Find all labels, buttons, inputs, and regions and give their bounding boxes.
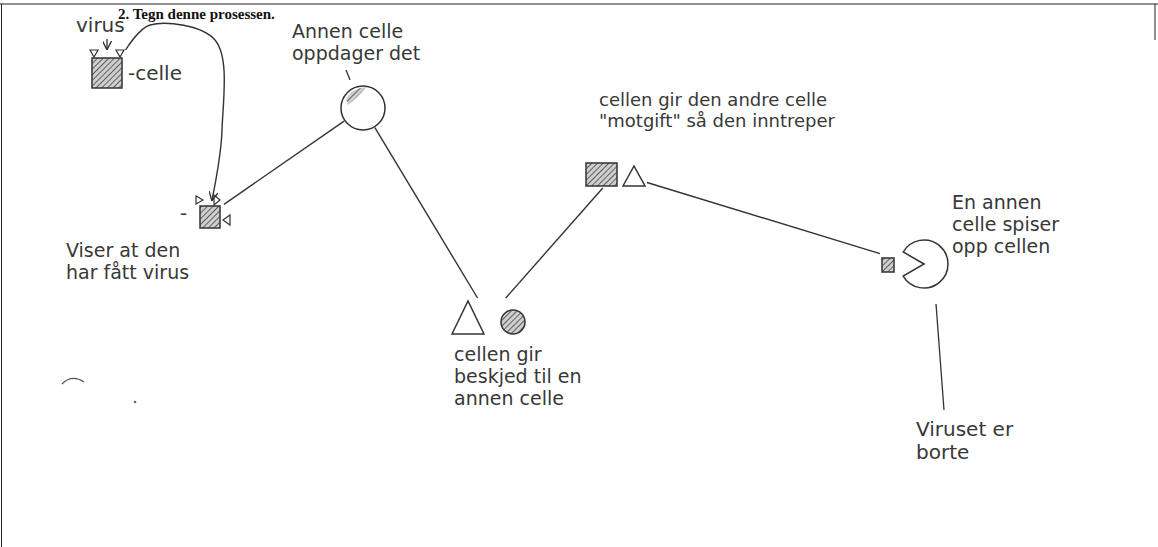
step-label: -celle [128, 62, 208, 85]
process-step: Annen celle oppdager det [340, 85, 386, 131]
step-label: virus [76, 14, 156, 37]
cell-square [586, 163, 617, 186]
step-label: Viser at den har fått virus [66, 240, 191, 284]
process-step: cellen gir beskjed til en annen celle [450, 298, 528, 336]
step-picture [880, 228, 948, 300]
step-label: cellen gir den andre celle "motgift" så … [599, 90, 849, 131]
step-picture [340, 85, 386, 131]
frame-line [0, 4, 1158, 5]
process-line [224, 121, 344, 204]
step-label: - [180, 202, 194, 225]
leader-line [346, 70, 350, 80]
process-line [506, 188, 603, 298]
step-picture [196, 200, 224, 228]
eater-cell [903, 240, 948, 288]
process-line [647, 182, 880, 253]
question-title: 2. Tegn denne prosessen. [118, 6, 275, 23]
cell-square [200, 206, 220, 228]
step-label: Annen celle oppdager det [292, 21, 432, 65]
process-line [126, 23, 225, 200]
process-step: cellen gir den andre celle "motgift" så … [585, 158, 647, 188]
cell-shading [346, 87, 366, 105]
step-picture [88, 50, 126, 88]
virus-triangle [90, 50, 98, 57]
process-step: virus-celle [88, 50, 126, 88]
infected-cell [882, 258, 894, 272]
cell-circle [501, 310, 525, 334]
frame-line [1155, 4, 1156, 40]
antidote-triangle [623, 166, 645, 186]
leader-line [936, 304, 944, 410]
stray-mark [62, 378, 84, 384]
virus-triangle [223, 215, 230, 225]
step-picture [450, 298, 528, 336]
signal-triangle [452, 301, 484, 334]
virus-triangle [116, 50, 124, 57]
stray-mark [134, 401, 137, 404]
step-label: Viruset er borte [916, 418, 1046, 464]
cell-square [92, 58, 122, 88]
step-label: cellen gir beskjed til en annen celle [454, 344, 594, 410]
frame-line [1, 4, 2, 547]
virus-triangle [214, 195, 220, 205]
process-line [375, 128, 478, 298]
step-label: En annen celle spiser opp cellen [952, 192, 1082, 258]
virus-triangle [196, 196, 203, 204]
virus-arrow [106, 39, 107, 49]
step-picture [585, 158, 647, 188]
cell-circle [341, 86, 385, 130]
process-step: En annen celle spiser opp cellenViruset … [880, 228, 948, 300]
process-step: -Viser at den har fått virus [196, 200, 224, 228]
